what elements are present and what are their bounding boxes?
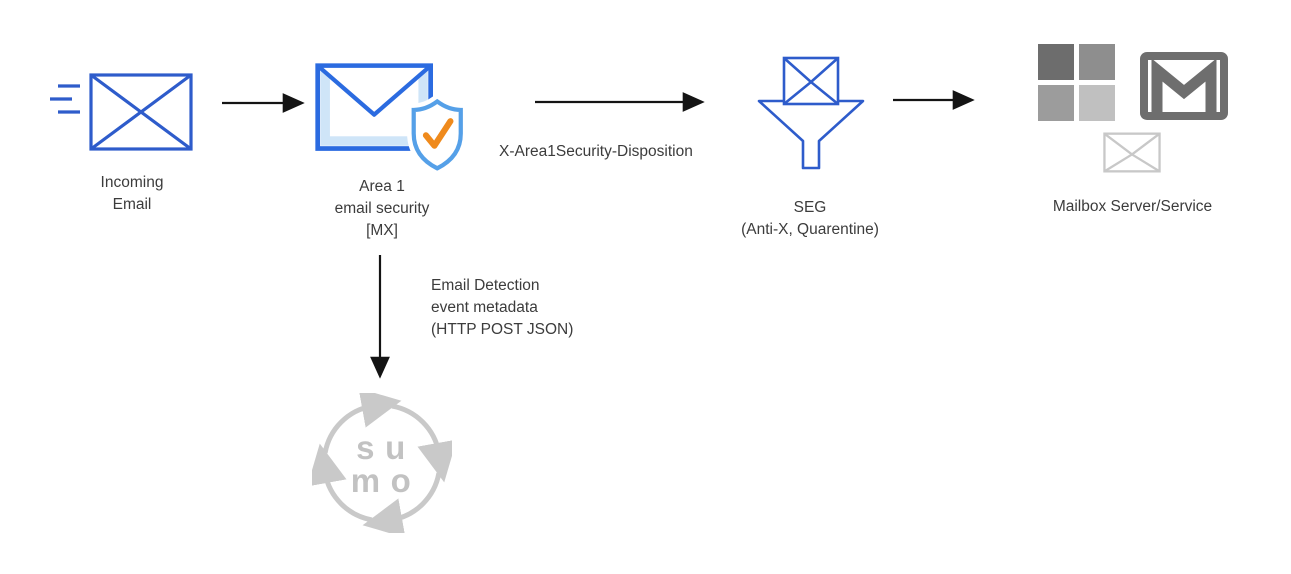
sumo-text-line2: mo	[351, 462, 422, 499]
edge-label-metadata: Email Detection event metadata (HTTP POS…	[431, 275, 661, 341]
edge-label-disposition: X-Area1Security-Disposition	[499, 143, 693, 160]
check-icon	[422, 118, 454, 149]
small-envelope-wrap	[1103, 132, 1161, 173]
gmail-icon	[1140, 52, 1228, 120]
label-line: (Anti-X, Quarentine)	[741, 221, 879, 238]
ms-square-bottom-right	[1079, 85, 1115, 121]
label-line: Incoming	[100, 174, 164, 191]
envelope-with-shield-check-icon	[315, 63, 468, 176]
ms-square-top-right	[1079, 44, 1115, 80]
ms-square-top-left	[1038, 44, 1074, 80]
label-line: event metadata	[431, 299, 538, 316]
incoming-email-node	[46, 68, 196, 158]
label-line: Mailbox Server/Service	[1052, 198, 1213, 215]
envelope-funnel-icon	[757, 56, 865, 170]
sumo-logic-logo: su mo	[312, 393, 452, 533]
gmail-icon-wrap	[1140, 52, 1228, 120]
envelope-bottom-fold	[1103, 153, 1161, 173]
sumo-arc	[312, 443, 373, 523]
microsoft-logo	[1038, 44, 1115, 121]
sumo-text-line1: su	[356, 429, 416, 466]
incoming-email-label: Incoming Email	[57, 172, 207, 216]
sumo-arc	[391, 403, 452, 483]
label-line: SEG	[793, 199, 827, 216]
envelope-bottom-fold	[783, 80, 839, 106]
seg-label: SEG (Anti-X, Quarentine)	[720, 197, 900, 241]
ms-square-bottom-left	[1038, 85, 1074, 121]
funnel-icon	[757, 99, 865, 170]
incoming-email-envelope-icon	[50, 73, 193, 151]
mailbox-label: Mailbox Server/Service	[1040, 196, 1225, 218]
area1-node	[313, 58, 473, 176]
seg-node	[755, 55, 867, 173]
label-line: Email	[112, 196, 152, 213]
sumo-logic-logo-wrap: su mo	[312, 393, 452, 533]
envelope-bottom-fold	[90, 110, 192, 151]
envelope-icon	[1103, 132, 1161, 173]
label-line: Email Detection	[431, 277, 540, 294]
label-line: [MX]	[366, 222, 398, 239]
label-line: email security	[334, 200, 430, 217]
label-line: Area 1	[359, 178, 405, 195]
area1-label: Area 1 email security [MX]	[302, 176, 462, 242]
sumo-arc	[362, 472, 442, 533]
mailbox-node	[1038, 44, 1115, 121]
label-line: (HTTP POST JSON)	[431, 321, 574, 338]
shield-icon	[411, 98, 463, 171]
envelope-flap	[315, 63, 433, 117]
gmail-m-glyph	[1151, 58, 1217, 112]
